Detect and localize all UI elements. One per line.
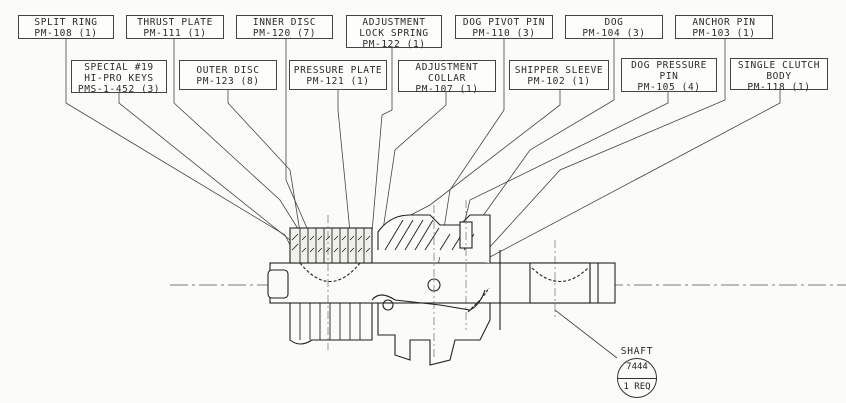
part-name: PRESSURE PLATE (293, 65, 383, 76)
label-adjustment-collar: ADJUSTMENT COLLAR PM-107 (1) (398, 60, 496, 95)
part-number: PM-105 (4) (637, 82, 701, 93)
part-number: PM-102 (1) (527, 76, 591, 87)
leader-dog (479, 38, 615, 221)
label-dog: DOG PM-104 (3) (565, 15, 663, 39)
shaft-callout-circle: 7444 1 REQ (617, 358, 657, 398)
label-inner-disc: INNER DISC PM-120 (7) (236, 15, 333, 39)
label-single-clutch-body: SINGLE CLUTCH BODY PM-118 (1) (730, 58, 828, 93)
label-split-ring: SPLIT RING PM-108 (1) (18, 15, 114, 39)
leader-lines (65, 38, 781, 359)
leader-shipper-sleeve (404, 85, 561, 219)
clutch-body-lower (377, 303, 491, 366)
leader-adjustment-lock-spring (371, 47, 393, 233)
leader-special-keys (118, 85, 299, 259)
part-name: ADJUSTMENT (362, 17, 426, 28)
part-name-line2: LOCK SPRING (359, 28, 429, 39)
leader-outer-disc (227, 85, 301, 233)
part-name: SPECIAL #19 (84, 62, 154, 73)
part-name-line2: COLLAR (428, 73, 466, 84)
part-name: DOG (604, 17, 624, 28)
shaft-label: SHAFT (620, 346, 654, 357)
part-number: PM-120 (7) (252, 28, 317, 39)
part-number: PM-104 (3) (582, 28, 646, 39)
part-name: INNER DISC (252, 17, 317, 28)
part-number: PMS-1-452 (3) (77, 84, 161, 95)
part-name: ANCHOR PIN (692, 17, 756, 28)
shaft-end-left (267, 269, 289, 299)
disc-pack (289, 227, 373, 264)
dog-pivot-pin-circle (382, 299, 394, 311)
part-name: SPLIT RING (34, 17, 98, 28)
leader-anchor-pin (477, 38, 726, 261)
part-name-line2: BODY (766, 71, 792, 82)
leader-shaft (554, 309, 618, 359)
part-number: PM-122 (1) (362, 39, 426, 50)
label-pressure-plate: PRESSURE PLATE PM-121 (1) (289, 60, 387, 90)
label-anchor-pin: ANCHOR PIN PM-103 (1) (675, 15, 773, 39)
label-outer-disc: OUTER DISC PM-123 (8) (179, 60, 277, 90)
label-shipper-sleeve: SHIPPER SLEEVE PM-102 (1) (509, 60, 609, 90)
part-number: PM-107 (1) (415, 84, 479, 95)
shaft-quantity: 1 REQ (623, 382, 651, 392)
part-name: SHIPPER SLEEVE (514, 65, 604, 76)
shaft-part-number: 7444 (618, 359, 656, 379)
body-hatching (384, 219, 475, 251)
leader-single-clutch-body (489, 85, 781, 258)
part-name: OUTER DISC (196, 65, 260, 76)
label-thrust-plate: THRUST PLATE PM-111 (1) (126, 15, 224, 39)
chain (467, 287, 490, 313)
label-dog-pivot-pin: DOG PIVOT PIN PM-110 (3) (455, 15, 553, 39)
part-number: PM-103 (1) (692, 28, 756, 39)
part-number: PM-111 (1) (143, 28, 207, 39)
leader-thrust-plate (173, 38, 301, 233)
part-name: ADJUSTMENT (415, 62, 479, 73)
part-name: THRUST PLATE (137, 17, 213, 28)
leader-adjustment-collar (379, 85, 447, 251)
part-number: PM-108 (1) (34, 28, 98, 39)
part-name-line2: PIN (659, 71, 679, 82)
label-adjustment-lock-spring: ADJUSTMENT LOCK SPRING PM-122 (1) (346, 15, 442, 50)
part-number: PM-118 (1) (747, 82, 811, 93)
disc-pack-lower (289, 303, 373, 345)
part-name: DOG PRESSURE (631, 60, 707, 71)
shaft-keyway (529, 262, 591, 304)
part-name: DOG PIVOT PIN (462, 17, 546, 28)
part-name-line2: HI-PRO KEYS (84, 73, 154, 84)
disc-plates (299, 228, 365, 263)
label-special-keys: SPECIAL #19 HI-PRO KEYS PMS-1-452 (3) (71, 60, 167, 95)
part-number: PM-121 (1) (306, 76, 370, 87)
part-number: PM-110 (3) (472, 28, 536, 39)
part-number: PM-123 (8) (196, 76, 260, 87)
leader-pressure-plate (337, 85, 351, 233)
part-name: SINGLE CLUTCH (737, 60, 821, 71)
clutch-body-outline (267, 214, 616, 366)
leader-inner-disc (285, 38, 311, 236)
leader-dog-pressure-pin (464, 85, 669, 221)
label-dog-pressure-pin: DOG PRESSURE PIN PM-105 (4) (621, 58, 717, 93)
